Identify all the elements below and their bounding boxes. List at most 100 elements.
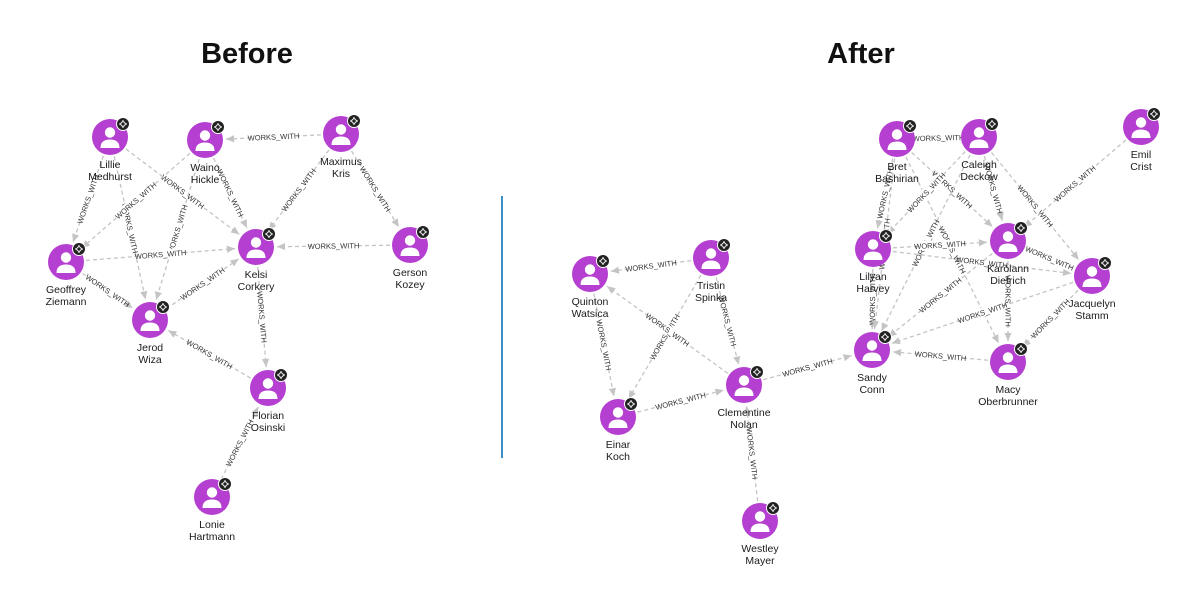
- edge-label: WORKS_WITH: [744, 427, 759, 479]
- edge-label-background: [938, 228, 967, 272]
- edge-label: WORKS_WITH: [134, 248, 186, 261]
- expand-badge-icon[interactable]: [750, 365, 764, 379]
- edge-label: WORKS_WITH: [247, 131, 299, 142]
- edge-label-background: [916, 132, 961, 143]
- expand-badge-icon[interactable]: [624, 397, 638, 411]
- edge-label: WORKS_WITH: [215, 168, 245, 219]
- expand-badge-icon[interactable]: [1147, 107, 1161, 121]
- node-label: Florian: [252, 410, 284, 422]
- node-label: Wiza: [138, 354, 161, 366]
- edge-label-background: [628, 258, 674, 273]
- node-label: Westley: [741, 543, 779, 555]
- edge-label: WORKS_WITH: [1052, 164, 1097, 204]
- edge-geoffrey-jerod: WORKS_WITH: [82, 272, 134, 309]
- edge-florian-jerod: WORKS_WITH: [167, 329, 251, 379]
- expand-badge-icon[interactable]: [218, 477, 232, 491]
- edge-line: [743, 405, 759, 502]
- expand-badge-icon[interactable]: [985, 117, 999, 131]
- node-label: Kris: [332, 168, 350, 180]
- expand-badge-icon[interactable]: [416, 225, 430, 239]
- edge-maximus-waino: WORKS_WITH: [225, 131, 322, 143]
- person-icon: [734, 375, 754, 396]
- person-icon: [140, 310, 160, 331]
- expand-badge-icon[interactable]: [717, 238, 731, 252]
- edge-label: WORKS_WITH: [179, 266, 227, 303]
- edge-label: WORKS_WITH: [1024, 244, 1075, 272]
- expand-badge-icon[interactable]: [903, 119, 917, 133]
- node-label: Stamm: [1075, 310, 1109, 322]
- edge-label-background: [256, 294, 269, 340]
- edge-label: WORKS_WITH: [957, 300, 1009, 325]
- node-label: Hartmann: [189, 531, 235, 543]
- person-icon: [258, 378, 278, 399]
- edge-line: [892, 239, 988, 249]
- panel-divider: [501, 196, 503, 458]
- node-label: Jerod: [137, 342, 163, 354]
- expand-badge-icon[interactable]: [878, 330, 892, 344]
- expand-badge-icon[interactable]: [274, 368, 288, 382]
- after-title: After: [827, 38, 895, 70]
- edge-label-background: [188, 338, 231, 369]
- edge-label-background: [920, 277, 961, 313]
- edge-label-background: [162, 174, 204, 209]
- person-icon: [195, 130, 215, 151]
- expand-badge-icon[interactable]: [116, 117, 130, 131]
- edge-label-background: [166, 207, 188, 252]
- expand-badge-icon[interactable]: [766, 501, 780, 515]
- expand-badge-icon[interactable]: [1014, 221, 1028, 235]
- person-icon: [202, 487, 222, 508]
- edge-label-background: [960, 301, 1005, 324]
- node-label: Jacquelyn: [1068, 298, 1115, 310]
- node-label: Dietrich: [990, 275, 1026, 287]
- node-label: Maximus: [320, 156, 362, 168]
- edge-geoffrey-kelsi: WORKS_WITH: [85, 245, 236, 261]
- node-label: Geoffrey: [46, 284, 87, 296]
- node-label: Macy: [995, 384, 1021, 396]
- expand-badge-icon[interactable]: [879, 229, 893, 243]
- expand-badge-icon[interactable]: [211, 120, 225, 134]
- node-label: Lilyan: [859, 271, 887, 283]
- node-label: Mayer: [745, 555, 775, 567]
- edge-karolann-jacquelyn: WORKS_WITH: [1024, 244, 1075, 272]
- edge-label: WORKS_WITH: [358, 165, 393, 214]
- expand-badge-icon[interactable]: [1014, 342, 1028, 356]
- edge-label: WORKS_WITH: [625, 258, 677, 274]
- expand-badge-icon[interactable]: [156, 300, 170, 314]
- edge-caleigh-bret: WORKS_WITH: [913, 132, 965, 143]
- node-label: Hickle: [191, 174, 220, 186]
- node-label: Bashirian: [875, 173, 919, 185]
- node-label: Gerson: [393, 267, 428, 279]
- edge-label: WORKS_WITH: [913, 133, 965, 143]
- person-icon: [863, 239, 883, 260]
- edge-line: [991, 152, 1080, 261]
- expand-badge-icon[interactable]: [1098, 256, 1112, 270]
- expand-badge-icon[interactable]: [596, 254, 610, 268]
- edge-label: WORKS_WITH: [914, 349, 966, 363]
- expand-badge-icon[interactable]: [347, 114, 361, 128]
- expand-badge-icon[interactable]: [72, 242, 86, 256]
- expand-badge-icon[interactable]: [262, 227, 276, 241]
- node-label: Kozey: [395, 279, 425, 291]
